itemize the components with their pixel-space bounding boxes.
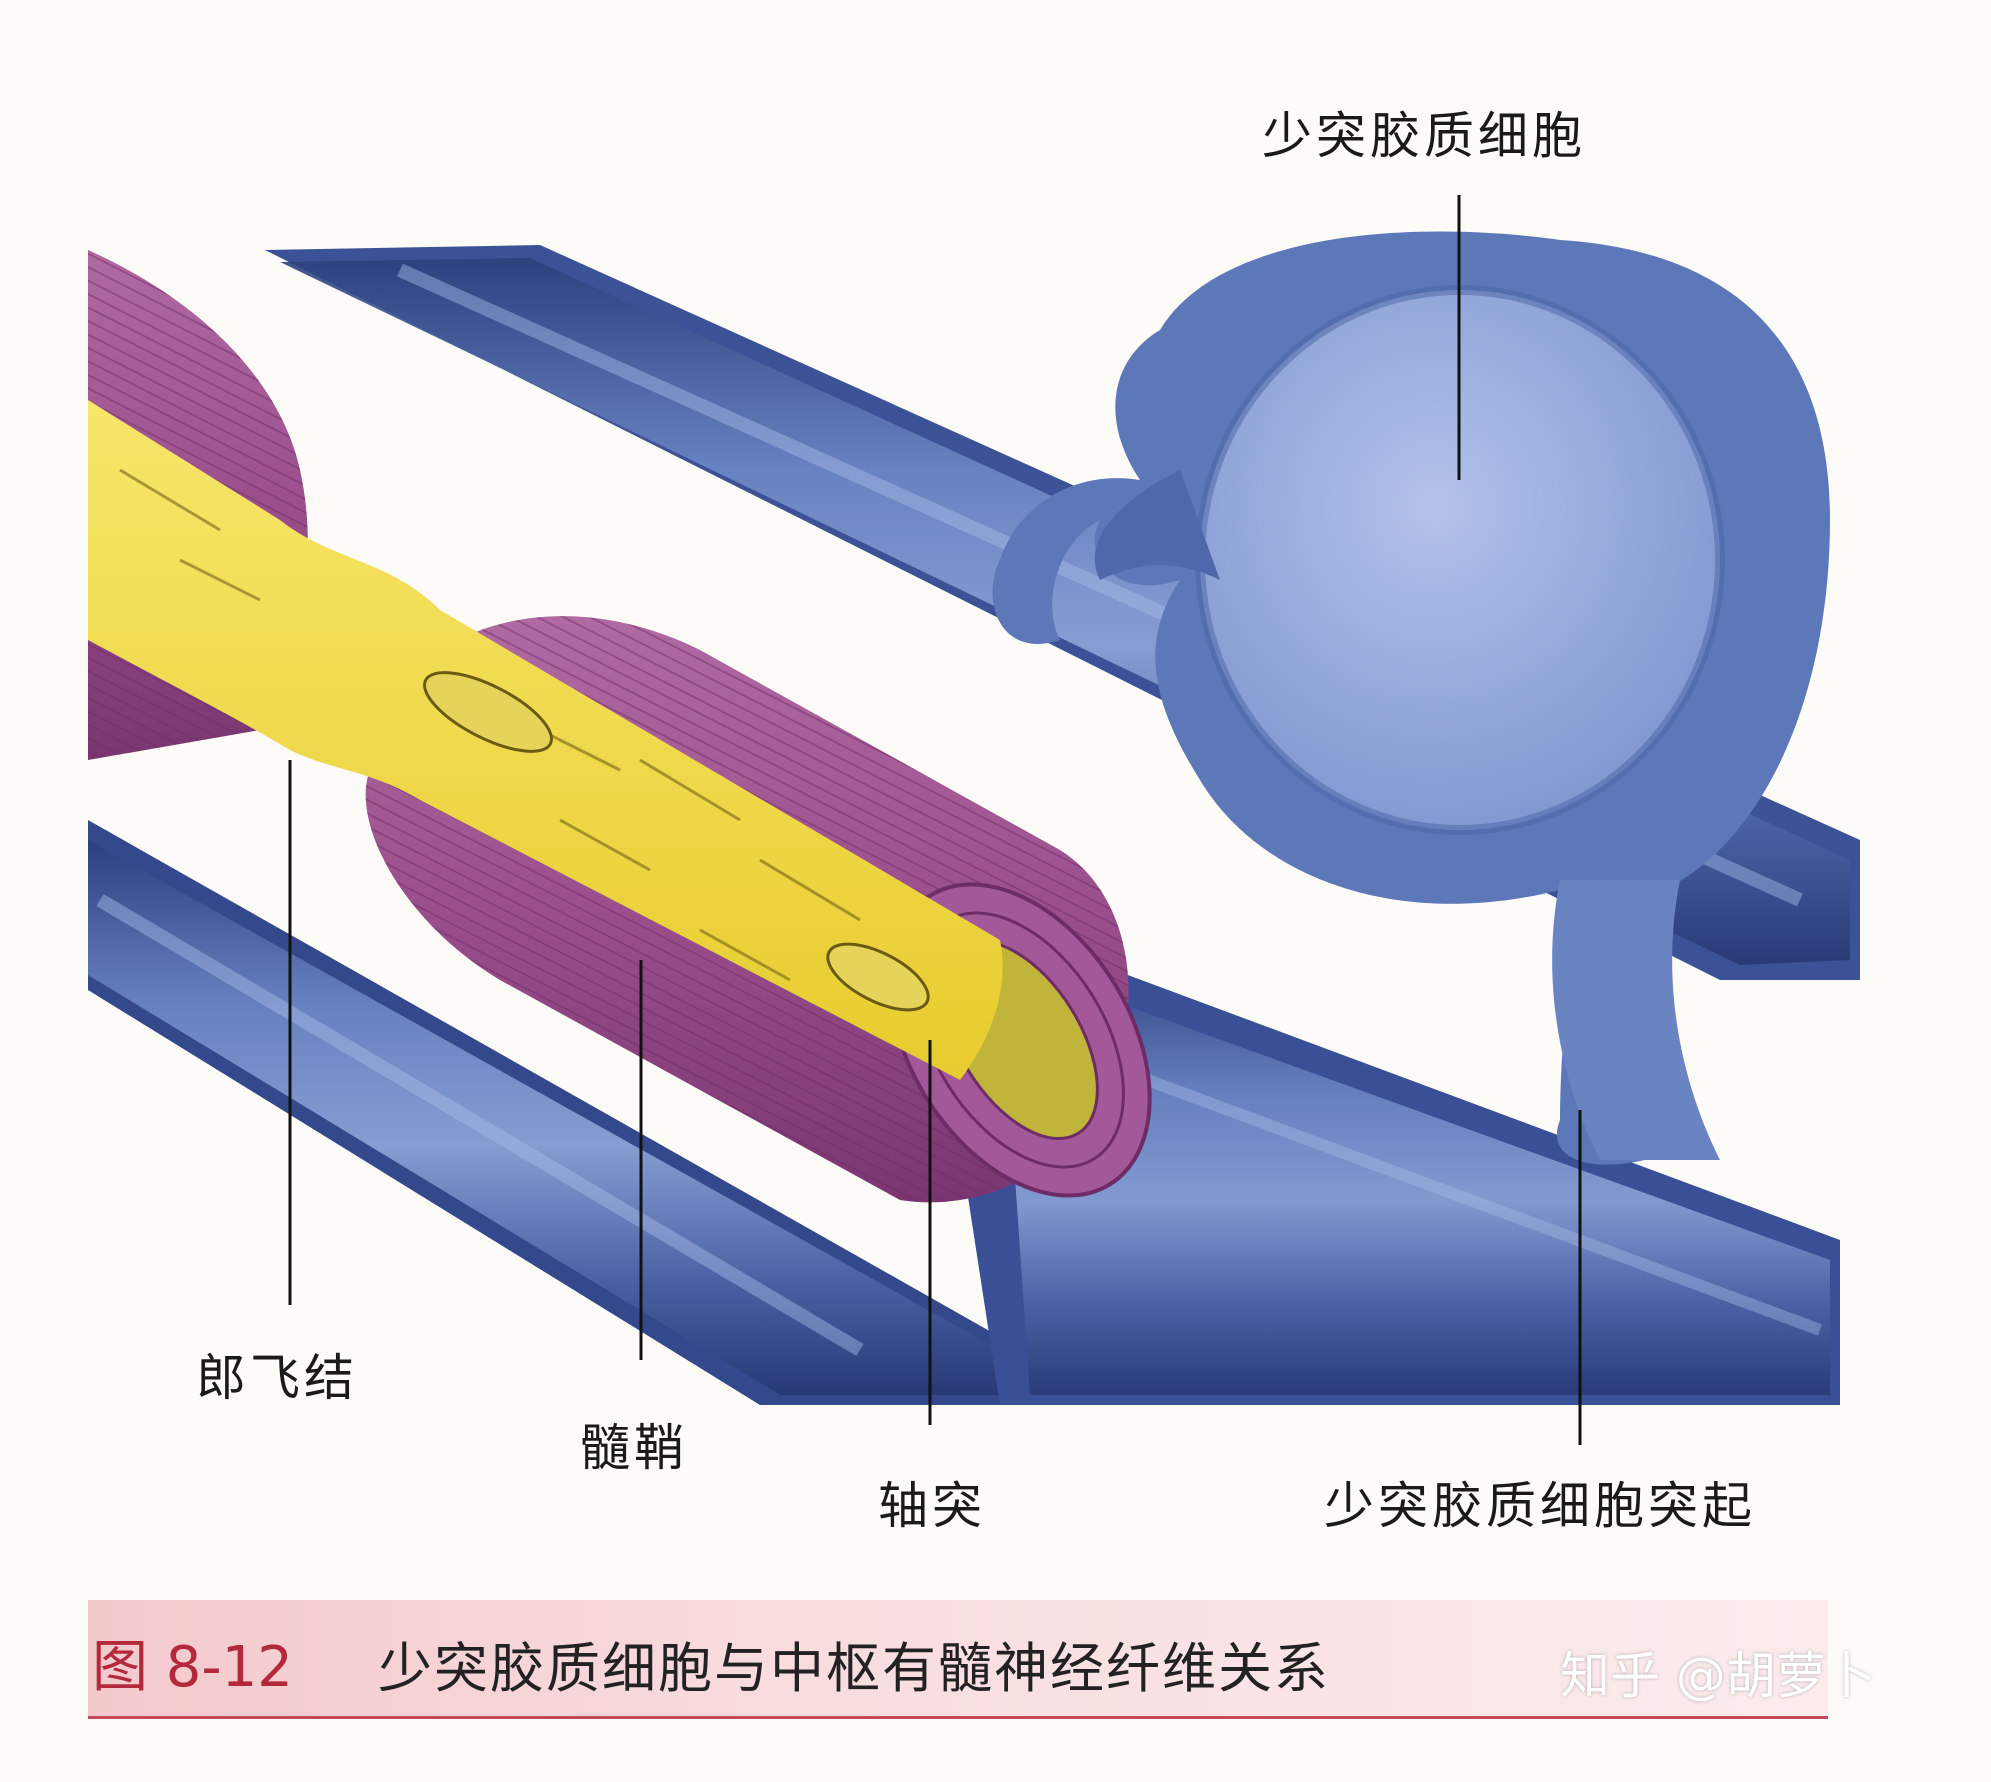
- label-node-of-ranvier: 郎飞结: [196, 1349, 358, 1407]
- label-oligodendrocyte-process: 少突胶质细胞突起: [1324, 1477, 1756, 1535]
- figure-caption: 少突胶质细胞与中枢有髓神经纤维关系: [378, 1637, 1330, 1700]
- right-nerve-fiber: [950, 920, 1840, 1405]
- lower-nerve-fiber: [88, 820, 1120, 1405]
- label-axon: 轴突: [878, 1477, 986, 1535]
- oligodendrocyte-process-upper: [1094, 470, 1220, 580]
- mitochondrion-2: [826, 942, 930, 1012]
- figure-number: 图 8-12: [92, 1635, 293, 1700]
- oligodendrocyte-process-lower: [1552, 880, 1720, 1160]
- leader-lines: [288, 195, 1582, 1445]
- caption-rule-bottom: [88, 1716, 1828, 1719]
- label-oligodendrocyte: 少突胶质细胞: [1262, 107, 1586, 165]
- caption-band: [88, 1600, 1828, 1716]
- label-myelin-sheath: 髓鞘: [580, 1419, 688, 1477]
- mitochondrion-1: [423, 671, 553, 753]
- watermark: 知乎 @胡萝卜: [1560, 1647, 1876, 1705]
- axon-filaments: [119, 468, 861, 982]
